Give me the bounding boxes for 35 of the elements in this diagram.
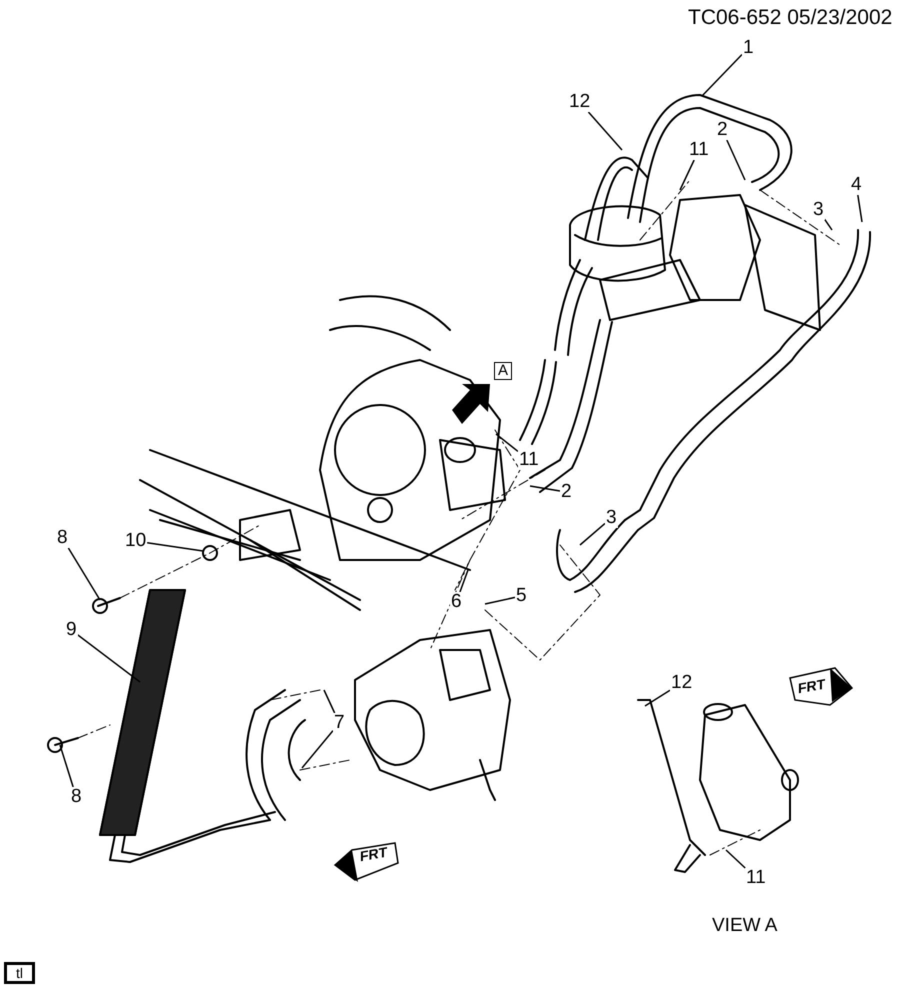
leader-line: [323, 690, 336, 714]
view-caption: VIEW A: [712, 915, 778, 937]
leader-line: [701, 54, 743, 97]
leader-line: [484, 596, 516, 605]
drawing-number: TC06-652 05/23/2002: [688, 6, 892, 30]
callout-number: 11: [688, 140, 710, 160]
leader-line: [679, 160, 695, 190]
leader-line: [580, 522, 606, 546]
callout-number: 3: [812, 200, 825, 220]
leader-line: [147, 542, 204, 552]
leader-line: [459, 570, 469, 592]
callout-number: 11: [518, 450, 540, 470]
callout-number: 7: [333, 713, 346, 733]
leader-line: [530, 485, 560, 492]
leader-line: [857, 194, 863, 222]
leader-line: [301, 730, 334, 768]
callout-number: 4: [850, 175, 863, 195]
callout-number: 12: [568, 92, 592, 112]
callout-number: 1: [742, 38, 755, 58]
leader-line: [725, 849, 746, 869]
leader-line: [726, 140, 746, 180]
callout-number: 3: [605, 508, 618, 528]
leader-line: [588, 112, 623, 150]
leader-line: [59, 744, 74, 788]
leader-line: [496, 433, 518, 452]
leader-line: [824, 218, 833, 230]
view-reference-letter: A: [494, 362, 512, 380]
callout-number: 12: [670, 673, 694, 693]
front-direction-label: FRT: [360, 844, 388, 864]
page-tag: tl: [4, 962, 35, 984]
leader-line: [77, 634, 140, 683]
leader-line: [68, 548, 101, 600]
callout-number: 2: [716, 120, 729, 140]
front-direction-label: FRT: [798, 676, 826, 696]
leader-line: [644, 690, 670, 707]
